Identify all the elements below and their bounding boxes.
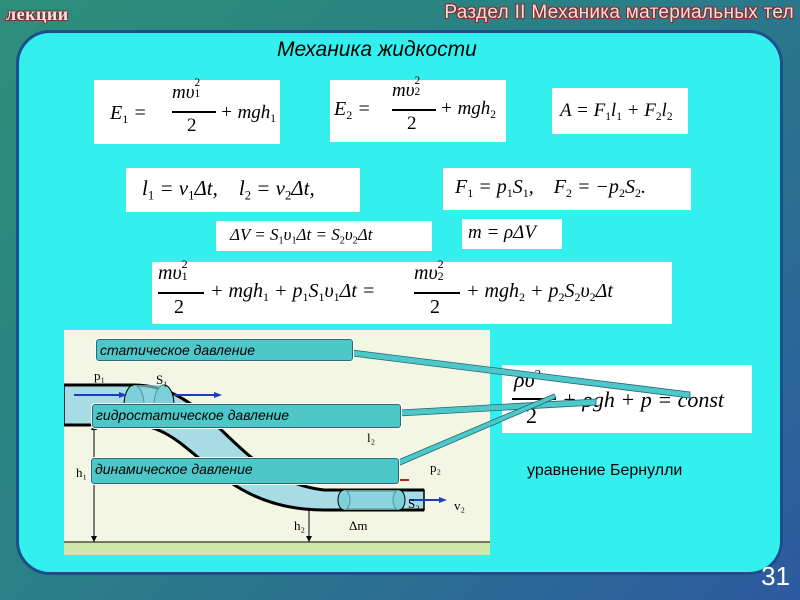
label-s2: S₂	[408, 496, 420, 511]
formula-bernoulli: ρυ2 2 + ρgh + p = const	[502, 365, 752, 433]
label-hydrostatic-pressure: гидростатическое давление	[91, 403, 402, 429]
slide-number: 31	[761, 561, 790, 591]
pipe-flow-diagram: p₁ S₁ h₁ l₂ p₂ S₂ v₂ h₂ Δm	[63, 330, 490, 555]
formula-forces: F1 = p1S1, F2 = −p2S2.	[443, 168, 691, 210]
label-p1: p₁	[94, 368, 106, 383]
formula-mass: m = ρΔV	[462, 219, 562, 249]
formula-work: A = F1l1 + F2l2	[552, 88, 688, 134]
label-dm: Δm	[349, 518, 368, 533]
slide-title: Механика жидкости	[277, 38, 477, 61]
label-s1: S₁	[156, 372, 168, 387]
pipe-flow-figure	[63, 330, 490, 555]
label-h1: h₁	[76, 465, 88, 480]
formula-volume: ΔV = S1υ1Δt = S2υ2Δt	[216, 221, 432, 251]
label-p2: p₂	[430, 460, 442, 475]
label-l2: l₂	[367, 430, 376, 445]
label-h2: h₂	[294, 518, 306, 533]
label-v2: v₂	[454, 498, 466, 513]
label-dynamic-pressure: динамическое давление	[90, 457, 400, 485]
label-static-pressure: статическое давление	[95, 338, 354, 362]
lectures-label[interactable]: лекции	[6, 4, 69, 24]
section-title[interactable]: Раздел II Механика материальных тел	[444, 2, 794, 23]
bernoulli-caption: уравнение Бернулли	[527, 462, 683, 479]
formula-lengths: l1 = v1Δt, l2 = v2Δt,	[126, 168, 360, 212]
